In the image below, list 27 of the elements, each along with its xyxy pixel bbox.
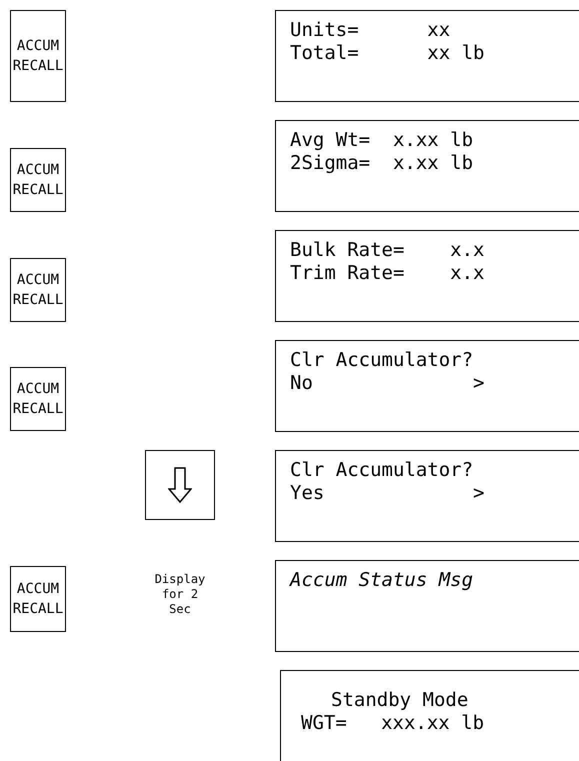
key-button: ACCUM RECALL <box>10 566 66 632</box>
display-line: Clr Accumulator? <box>290 349 474 372</box>
display-line: Yes > <box>290 482 486 505</box>
display-screen <box>275 450 579 542</box>
display-line: Total= xx lb <box>290 42 486 65</box>
display-line: Bulk Rate= x.x <box>290 239 486 262</box>
note-text: Display for 2 Sec <box>154 572 206 617</box>
display-line: Avg Wt= x.xx lb <box>290 129 474 152</box>
display-screen <box>275 120 579 212</box>
key-button: ACCUM RECALL <box>10 258 66 322</box>
display-screen <box>275 340 579 432</box>
display-line: Standby Mode <box>330 689 470 712</box>
display-screen <box>275 10 579 102</box>
display-line: Trim Rate= x.x <box>290 262 486 285</box>
display-line: Accum Status Msg <box>290 569 474 592</box>
display-screen <box>280 670 579 761</box>
display-line: No > <box>290 372 486 395</box>
display-line: 2Sigma= x.xx lb <box>290 152 474 175</box>
arrow-key <box>145 450 215 520</box>
key-button: ACCUM RECALL <box>10 367 66 431</box>
key-button: ACCUM RECALL <box>10 148 66 212</box>
display-line: Units= xx <box>290 19 452 42</box>
key-button: ACCUM RECALL <box>10 10 66 102</box>
display-screen <box>275 560 579 652</box>
display-screen <box>275 230 579 322</box>
display-line: WGT= xxx.xx lb <box>301 712 486 735</box>
display-line: Clr Accumulator? <box>290 459 474 482</box>
